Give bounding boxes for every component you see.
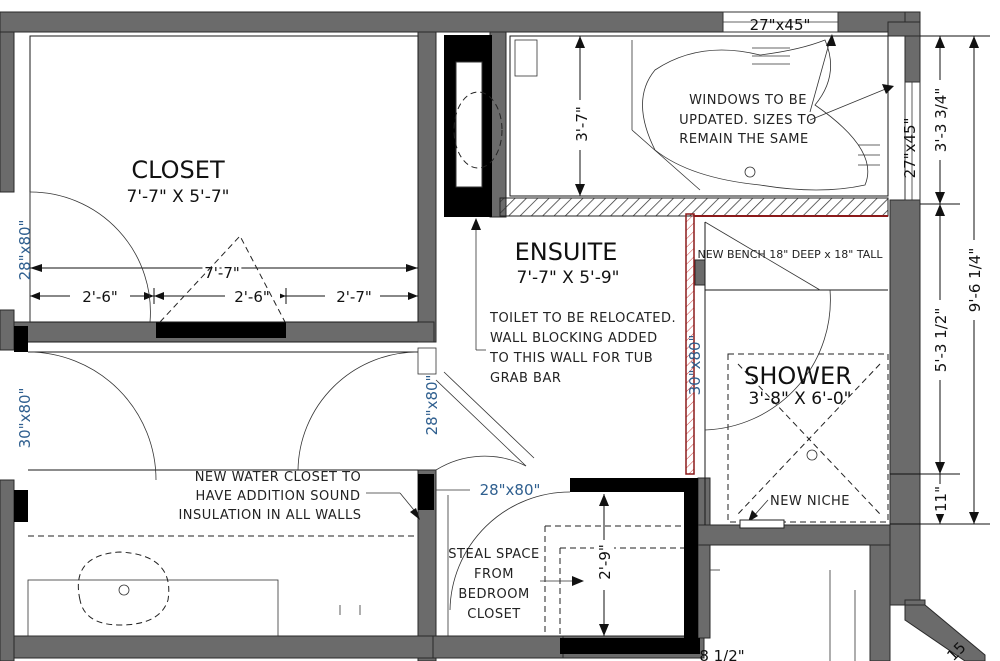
closet-size: 7'-7" X 5'-7" [127,187,230,207]
shower-room: SHOWER 3'-8" X 6'-0" NEW BENCH 18" DEEP … [686,221,889,529]
dim-right-top: 3'-3 3/4" [932,88,950,152]
shower-title: SHOWER [744,362,852,390]
closet-title: CLOSET [131,156,225,184]
svg-text:7'-7": 7'-7" [204,264,240,282]
new-walls [14,35,700,654]
dim-tub-depth-group: 3'-7" [570,36,591,196]
note-steal-1: STEAL SPACE [448,547,539,562]
water-closet-room: NEW WATER CLOSET TO HAVE ADDITION SOUND … [27,341,420,637]
bench-red-wall [685,213,695,475]
note-steal-4: CLOSET [467,607,521,622]
door-shower-tag: 30"x80" [686,335,704,396]
dim-closet-width: 7'-7" [204,264,240,282]
note-toilet-1: TOILET TO BE RELOCATED. [489,311,676,326]
dim-right-overall: 9'-6 1/4" [966,248,984,312]
dim-seg-mid: 2'-6" [234,288,270,306]
bathtub [509,35,889,197]
note-niche: NEW NICHE [770,494,850,509]
shower-size: 3'-8" X 6'-0" [749,389,852,409]
dim-right-mid: 5'-3 1/2" [932,308,950,372]
right-dimensions: 3'-3 3/4" 5'-3 1/2" 9'-6 1/4" 11" [890,35,990,525]
closet-room: CLOSET 7'-7" X 5'-7" 7'-7" 7'-7" 2'-6" 2… [29,35,419,323]
dim-tub-depth: 3'-7" [573,106,591,142]
small-closet: 2'-9" STEAL SPACE FROM BEDROOM CLOSET [448,494,684,636]
ensuite-room: ENSUITE 7'-7" X 5'-9" TOILET TO BE RELOC… [417,218,676,636]
dim-small-closet: 2'-9" [596,544,614,580]
door-closet-left-tag: 28"x80" [16,220,34,281]
ensuite-size: 7'-7" X 5'-9" [517,268,620,288]
dim-bottom-partial: 8 1/2" [699,647,744,661]
note-steal-2: FROM [474,567,514,582]
note-water-closet-2: HAVE ADDITION SOUND [196,489,361,504]
note-toilet-2: WALL BLOCKING ADDED [490,331,658,346]
dim-seg-left: 2'-6" [82,288,118,306]
windows-note: WINDOWS TO BE UPDATED. SIZES TO REMAIN T… [679,34,894,147]
ensuite-title: ENSUITE [515,238,618,266]
dim-seg-right: 2'-7" [336,288,372,306]
note-water-closet-1: NEW WATER CLOSET TO [195,470,362,485]
note-windows-2: UPDATED. SIZES TO [679,113,817,128]
door-water-closet-tag: 28"x80" [480,481,541,499]
window-right: 27"x45" [901,81,921,201]
note-windows-1: WINDOWS TO BE [689,93,807,108]
note-bench: NEW BENCH 18" DEEP x 18" TALL [698,248,884,261]
window-top-label: 27"x45" [750,16,811,34]
note-toilet-4: GRAB BAR [490,371,561,386]
window-top: 27"x45" [722,11,839,34]
toilet-existing [453,91,503,169]
door-ensuite-tag: 28"x80" [423,375,441,436]
window-right-label: 27"x45" [901,118,919,179]
dim-right-bottom: 11" [932,486,950,512]
note-steal-3: BEDROOM [458,587,529,602]
note-windows-3: REMAIN THE SAME [679,132,808,147]
note-toilet-3: TO THIS WALL FOR TUB [489,351,653,366]
note-water-closet-3: INSULATION IN ALL WALLS [178,508,361,523]
door-hall-left-tag: 30"x80" [16,388,34,449]
